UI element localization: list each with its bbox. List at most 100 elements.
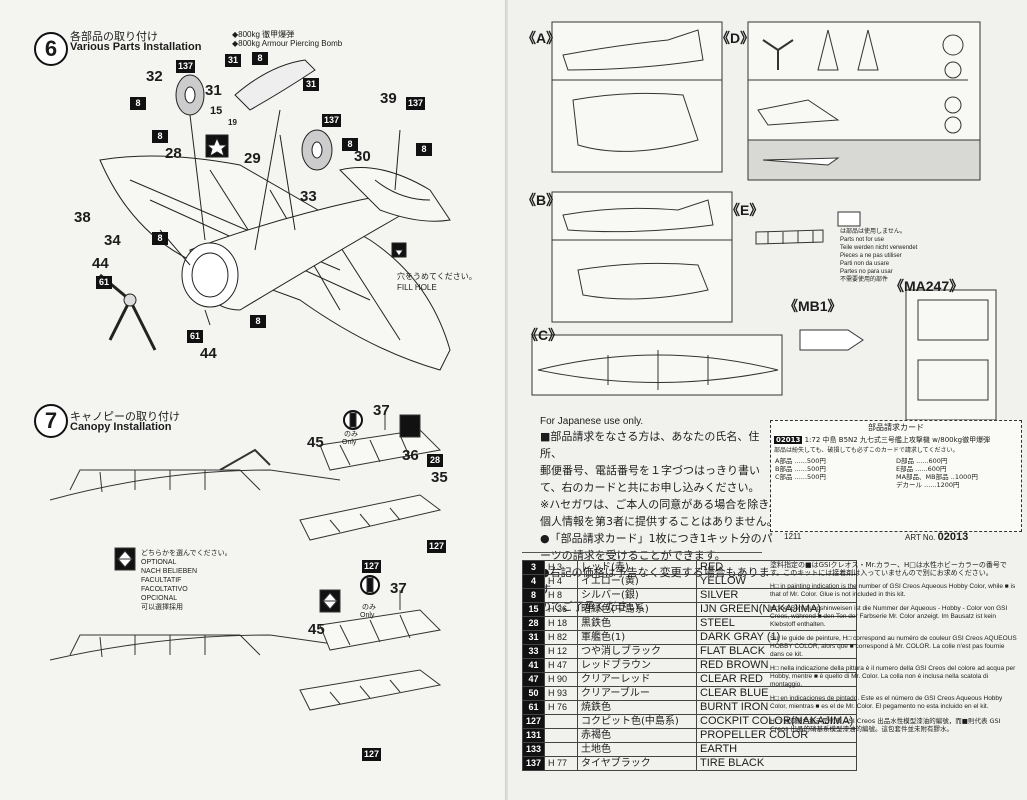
- paint-name-jp: タイヤブラック: [577, 756, 698, 771]
- paint-note-jp: 塗料指定の■はGSIクレオス・Mr.カラー、H□は水性ホビーカラーの番号です。こ…: [770, 561, 1007, 577]
- only-label-jp-bottom: のみ: [362, 604, 376, 611]
- optional-fr: FACULTATIF: [141, 577, 182, 584]
- part-31: 31: [205, 82, 222, 99]
- paint-8-e: 8: [416, 143, 432, 156]
- part-37-bottom: 37: [390, 580, 407, 597]
- part-33: 33: [300, 188, 317, 205]
- paint-name-jp: レッド(赤): [577, 560, 698, 575]
- step-6-title-jp: 各部品の取り付け: [70, 30, 158, 43]
- hobby-color-code: [544, 742, 579, 757]
- instruction-page-left: 6 各部品の取り付け Various Parts Installation ◆8…: [0, 0, 506, 800]
- part-15: 15: [210, 105, 223, 117]
- jp-line-2: 郵便番号、電話番号を１字づつはっきり書い: [540, 464, 760, 477]
- optional-jp: どちらかを選んでください。: [141, 550, 232, 557]
- part-39: 39: [380, 90, 397, 107]
- parts-order-card[interactable]: 部品請求カード 02013 1:72 中島 B5N2 九七式三号艦上攻撃機 w/…: [770, 420, 1022, 532]
- order-card-note: 部品は紛失しても、破損しても必ずこのカードで請求してください。: [774, 447, 959, 454]
- paint-name-en: CLEAR RED: [696, 672, 858, 687]
- sprue-diagrams: [531, 21, 997, 420]
- hobby-color-code: H 82: [544, 630, 579, 645]
- optional-en: OPTIONAL: [141, 559, 177, 566]
- paint-name-jp: 土地色: [577, 742, 698, 757]
- optional-jp2: 可以選擇採用: [141, 604, 183, 611]
- hobby-color-code: H 76: [544, 700, 579, 715]
- paint-name-jp: 軍艦色(1): [577, 630, 698, 645]
- paint-code: 15: [521, 602, 546, 617]
- fill-hole-en: FILL HOLE: [397, 283, 437, 292]
- step-7-title-jp: キャノピーの取り付け: [70, 410, 180, 423]
- not-used-it: Parti non da usare: [840, 261, 890, 267]
- only-label-jp-top: のみ: [344, 431, 358, 438]
- paint-code: 3: [521, 560, 546, 575]
- part-19: 19: [228, 118, 237, 127]
- paint-notes: 塗料指定の■はGSIクレオス・Mr.カラー、H□は水性ホビーカラーの番号です。こ…: [770, 561, 1020, 739]
- paint-8-a: 8: [130, 97, 146, 110]
- sprue-d-label: 《D》: [716, 30, 755, 46]
- paint-note-fr: Sur le guide de peinture, H□ correspond …: [770, 635, 1017, 658]
- sprue-b-label: 《B》: [522, 192, 561, 208]
- step-6-title-en: Various Parts Installation: [70, 41, 202, 53]
- not-used-fr: Pieces a ne pas utiliser: [840, 253, 902, 259]
- part-45-top: 45: [307, 434, 324, 451]
- paint-code: 8: [521, 588, 546, 603]
- paint-code: 61: [521, 700, 546, 715]
- jp-line-4: ※ハセガワは、ご本人の同意がある場合を除き、: [540, 498, 780, 511]
- paint-31-b: 31: [303, 78, 319, 91]
- jp-line-3: て、右のカードと共にお申し込みください。: [540, 481, 760, 494]
- paint-code: 28: [521, 616, 546, 631]
- paint-8-g: 8: [250, 315, 266, 328]
- bomb-note-jp: ◆800kg 徹甲爆弾: [232, 30, 295, 39]
- card-footer-number: 1211: [784, 532, 802, 541]
- paint-name-en: DARK GRAY (1): [696, 630, 858, 645]
- part-28: 28: [165, 145, 182, 162]
- hobby-color-code: H 4: [544, 574, 579, 589]
- paint-8-d: 8: [342, 138, 358, 151]
- sprue-e-label: 《E》: [726, 202, 764, 218]
- price-row: C部品 ......500円: [775, 473, 826, 481]
- price-row: MA部品、MB部品 ..1000円: [896, 473, 978, 481]
- paint-code: 41: [521, 658, 546, 673]
- instruction-page-right: 《A》 《D》 《B》 《E》 《MB1》 《MA247》 《C》 は部品は使用…: [508, 0, 1027, 800]
- price-row: A部品 ......500円: [775, 457, 826, 465]
- order-card-kit-code: 02013: [774, 436, 803, 444]
- step-7-diagram: [49, 410, 442, 711]
- price-row: E部品 ......600円: [896, 465, 947, 473]
- jp-line-6: ●「部品請求カード」1枚につき1キット分のパ: [540, 532, 773, 545]
- paint-note-de: H□ bei Bemalungshinweisen ist die Nummer…: [770, 605, 1008, 628]
- section-divider: [522, 552, 762, 553]
- order-card-kit-name: 1:72 中島 B5N2 九七式三号艦上攻撃機 w/800kg徹甲爆弾: [804, 436, 991, 444]
- part-30: 30: [354, 148, 371, 165]
- hobby-color-code: [544, 714, 579, 729]
- price-row: デカール ......1200円: [896, 481, 960, 489]
- hobby-color-code: H 93: [544, 686, 579, 701]
- art-number-label: ART No.: [905, 533, 936, 542]
- paint-note-cn: H□ 油漆著色指示是代表 GSI Creos 出品水性模型漆油的編號，而■則代表…: [770, 717, 1001, 733]
- jp-line-1: ■部品請求をなさる方は、あなたの氏名、住所、: [540, 430, 760, 460]
- part-32: 32: [146, 68, 163, 85]
- paint-137-a: 137: [176, 60, 196, 73]
- price-row: D部品 ......600円: [896, 457, 948, 465]
- paint-name-en: CLEAR BLUE: [696, 686, 858, 701]
- order-card-prices: A部品 ......500円 D部品 ......600円 B部品 ......…: [775, 457, 1017, 489]
- paint-name-en: TIRE BLACK: [696, 756, 858, 771]
- step-6-number: 6: [34, 32, 68, 66]
- sprue-ma247-label: 《MA247》: [890, 278, 964, 294]
- paint-name-jp: コクピット色(中島系): [577, 714, 698, 729]
- step-7-title-en: Canopy Installation: [70, 421, 172, 433]
- paint-name-jp: 焼鉄色: [577, 700, 698, 715]
- step-7-number: 7: [34, 404, 68, 438]
- part-36: 36: [402, 447, 419, 464]
- paint-code: 127: [521, 714, 546, 729]
- hobby-color-code: H 90: [544, 672, 579, 687]
- paint-137-c: 137: [406, 97, 426, 110]
- part-38: 38: [74, 209, 91, 226]
- art-number-value: 02013: [937, 531, 969, 543]
- paint-code: 131: [521, 728, 546, 743]
- optional-de: NACH BELIEBEN: [141, 568, 198, 575]
- hobby-color-code: H 12: [544, 644, 579, 659]
